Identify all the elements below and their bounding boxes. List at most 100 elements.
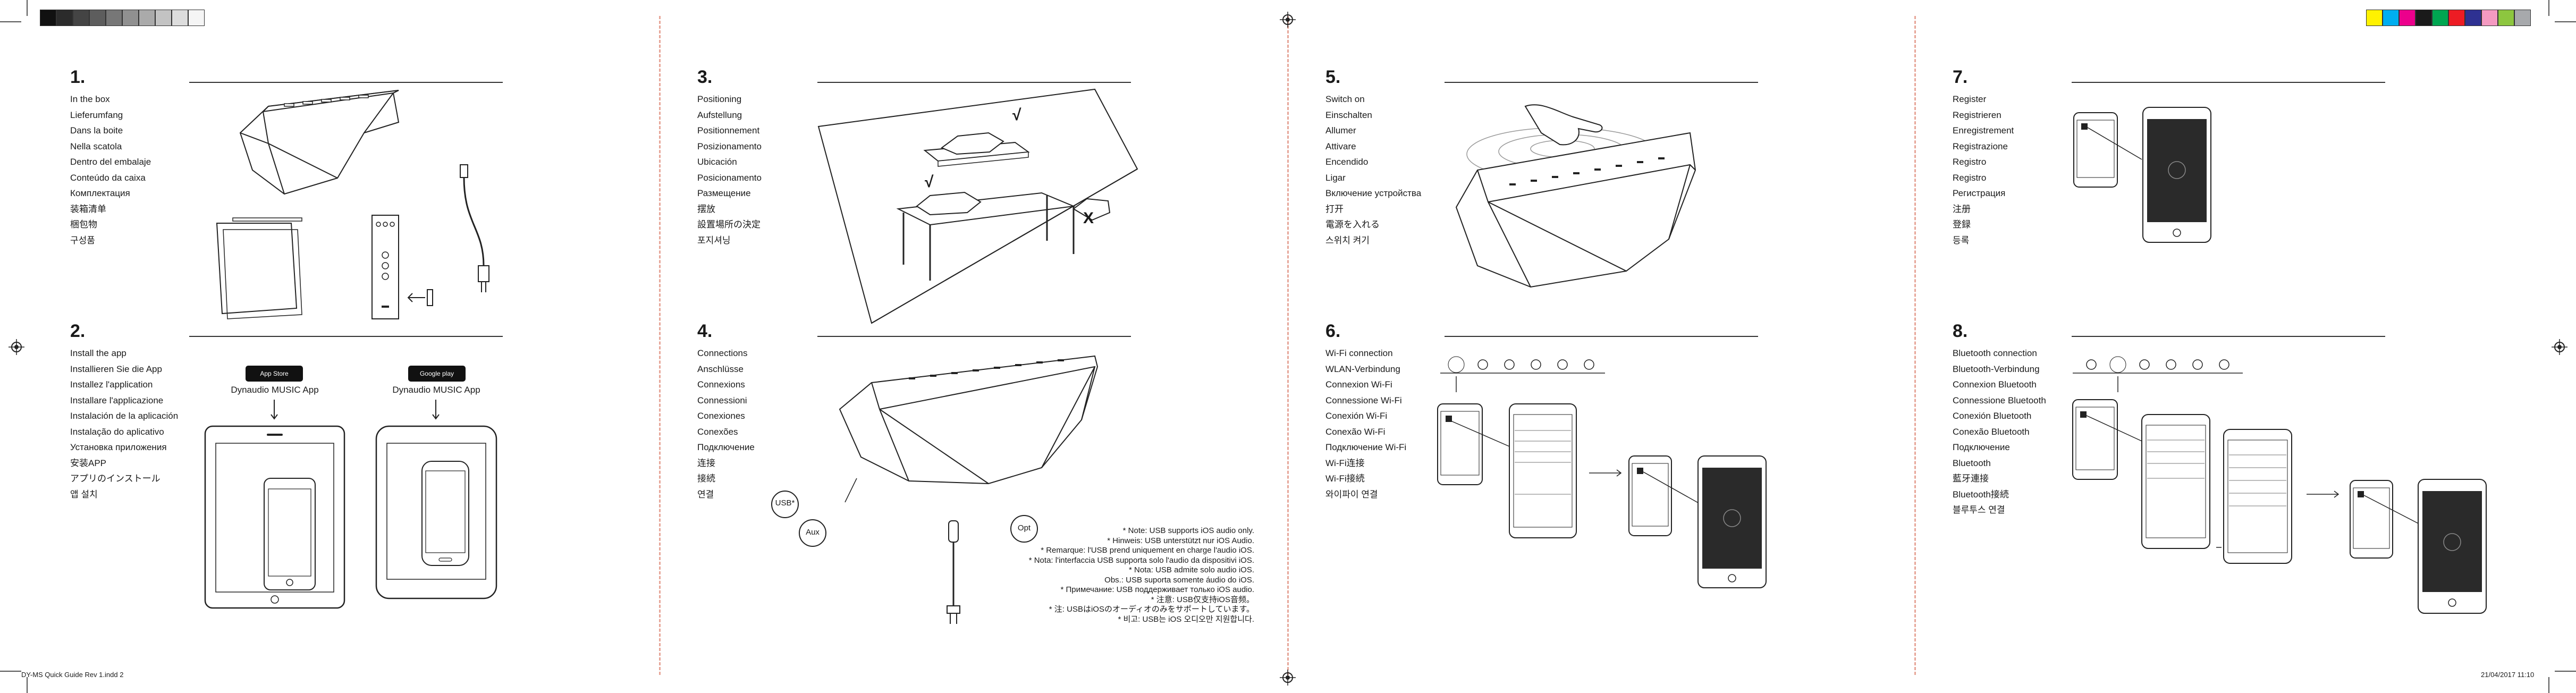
color-swatch [2415, 10, 2432, 26]
crop-mark [0, 21, 21, 22]
usb-note-line: * Nota: l'interfaccia USB supporta solo … [1028, 555, 1254, 565]
step-title-item: Connessioni [697, 395, 747, 405]
step-title-item: 블루투스 연결 [1953, 505, 2005, 515]
step-title-item: Encendido [1325, 157, 1369, 167]
fold-line-2 [1287, 16, 1289, 675]
step-title-item: Installieren Sie die App [70, 364, 162, 374]
color-swatch [172, 10, 188, 26]
crop-mark [2548, 0, 2549, 16]
step-number: 6. [1325, 321, 1341, 341]
crop-mark [0, 671, 21, 672]
step-title-item: Подключение Wi-Fi [1325, 442, 1407, 452]
step-title-item: Connexion Bluetooth [1953, 379, 2037, 390]
fold-line-3 [1914, 16, 1916, 675]
step-title-item: 와이파이 연결 [1325, 489, 1378, 500]
step-title-item: 등록 [1953, 235, 1970, 246]
step-title-item: 梱包物 [70, 219, 97, 230]
step-title-item: Registro [1953, 172, 1987, 183]
step-title-item: Einschalten [1325, 109, 1372, 120]
step-title-item: Registro [1953, 157, 1987, 167]
step-title-item: Conexões [697, 426, 738, 437]
registration-mark-icon [2552, 339, 2567, 355]
step-title-item: 구성품 [70, 235, 95, 246]
step-title-item: Conexão Bluetooth [1953, 426, 2030, 437]
manual-illustration [216, 217, 302, 319]
usb-port-label: USB* [775, 498, 795, 508]
step-title-item: Bluetooth接続 [1953, 489, 2009, 500]
step-number: 3. [697, 67, 713, 87]
color-swatch [2432, 10, 2448, 26]
opt-port-label: Opt [1017, 523, 1031, 533]
process-color-bar [2366, 10, 2531, 26]
step-title-item: 登録 [1953, 219, 1971, 230]
step-title-item: Комплектация [70, 188, 130, 198]
down-arrow-icon [432, 400, 440, 420]
step-title-item: Bluetooth-Verbindung [1953, 364, 2040, 374]
positioning-room-illustration [817, 88, 1138, 324]
step-title-item: Conexiones [697, 411, 745, 421]
step-title-item: Ligar [1325, 172, 1346, 183]
step-title-item: Dans la boite [70, 125, 123, 136]
crop-mark [2548, 677, 2549, 693]
section-rule [1445, 82, 1758, 83]
google-play-badge[interactable]: Google play [408, 366, 466, 382]
step-title-item: Подключение [1953, 442, 2010, 452]
usb-note-line: * 注意: USB仅支持iOS音频。 [1151, 595, 1254, 604]
step-title-item: 装箱清单 [70, 204, 106, 214]
usb-note-line: * Note: USB supports iOS audio only. [1122, 526, 1254, 535]
step-title-item: Wi-Fi接続 [1325, 474, 1365, 484]
step-title-item: Installez l'application [70, 379, 153, 390]
usb-note-line: * 비고: USB는 iOS 오디오만 지원합니다. [1118, 614, 1254, 624]
step-title-item: Wi-Fi连接 [1325, 458, 1365, 468]
step-title-item: Attivare [1325, 141, 1356, 151]
aux-port-circle-icon [799, 519, 826, 547]
color-swatch [139, 10, 155, 26]
step-title-item: Install the app [70, 348, 126, 358]
step-title-item: Conexión Wi-Fi [1325, 411, 1388, 421]
step-title-item: Подключение [697, 442, 755, 452]
step-title-item: 연결 [697, 489, 714, 500]
section-rule [189, 82, 503, 83]
step-title-item: Instalación de la aplicación [70, 411, 179, 421]
step-title-item: 摆放 [697, 204, 715, 214]
wifi-setup-illustration [1437, 356, 1767, 588]
usb-notes: * Note: USB supports iOS audio only.* Hi… [999, 526, 1254, 624]
step-title-item: Bluetooth [1953, 458, 1991, 468]
step-title-item: 포지셔닝 [697, 235, 731, 246]
registration-mark-icon [1280, 12, 1296, 28]
step-title-item: Positioning [697, 94, 742, 104]
step-title-item: 藍牙連接 [1953, 474, 1989, 484]
bad-position-mark: X [1083, 209, 1094, 227]
usb-note-line: Obs.: USB suporta somente áudio do iOS. [1104, 575, 1254, 585]
step-title-item: Switch on [1325, 94, 1365, 104]
color-swatch [2481, 10, 2498, 26]
app-store-badge[interactable]: App Store [246, 366, 303, 382]
color-swatch [2383, 10, 2399, 26]
color-swatch [40, 10, 56, 26]
color-swatch [2465, 10, 2481, 26]
step-title-item: Anschlüsse [697, 364, 744, 374]
step-title-item: Размещение [697, 188, 751, 198]
step-title-item: 打开 [1325, 204, 1344, 214]
color-swatch [188, 10, 205, 26]
color-swatch [122, 10, 139, 26]
step-title-item: 設置場所の決定 [697, 219, 761, 230]
color-swatch [2448, 10, 2465, 26]
step-title-item: Регистрация [1953, 188, 2006, 198]
fold-line-1 [659, 16, 661, 675]
googleplay-caption: Dynaudio MUSIC App [392, 385, 480, 395]
section-rule [2072, 82, 2385, 83]
file-slug: DY-MS Quick Guide Rev 1.indd 2 [21, 671, 124, 679]
aux-port-label: Aux [806, 528, 820, 537]
remote-illustration [371, 215, 399, 319]
step-title-item: 스위치 켜기 [1325, 235, 1370, 246]
color-swatch [56, 10, 73, 26]
down-arrow-icon [271, 400, 278, 420]
